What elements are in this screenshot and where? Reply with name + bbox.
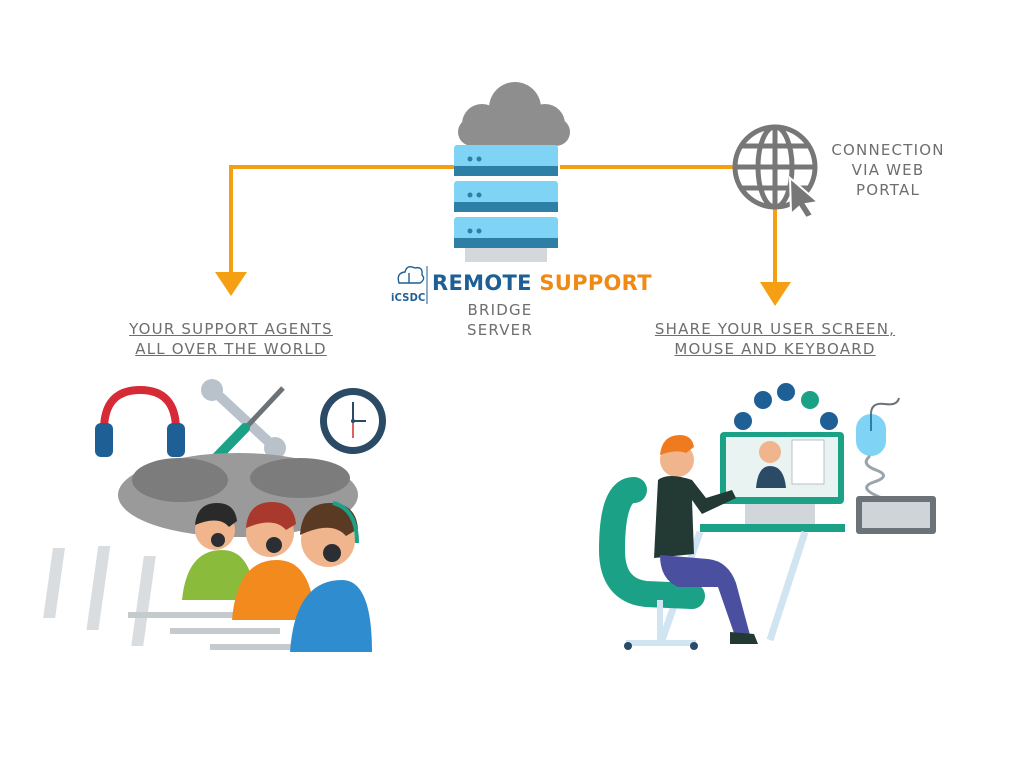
icsdc-logo-icon (397, 265, 428, 304)
cloud-icon (458, 82, 570, 146)
portal-caption-line2: VIA WEB (851, 161, 925, 179)
headset-icon (95, 385, 185, 457)
arrow-down-left-icon (215, 272, 247, 296)
brand-wordmark: REMOTE SUPPORT (432, 271, 652, 295)
world-map-icon (118, 453, 358, 537)
server-stack-icon (454, 145, 558, 262)
tools-icon (201, 379, 286, 467)
portal-caption-line3: PORTAL (856, 181, 920, 199)
chair-icon (598, 477, 705, 650)
connector-left (229, 165, 455, 272)
agents-caption-line1: YOUR SUPPORT AGENTS (129, 320, 333, 338)
user-caption: SHARE YOUR USER SCREEN, MOUSE AND KEYBOA… (630, 319, 920, 359)
user-caption-line2: MOUSE AND KEYBOARD (674, 340, 876, 358)
user-figure (654, 435, 758, 644)
connector-lines (229, 165, 777, 282)
user-monitor (658, 432, 845, 642)
portal-caption-line1: CONNECTION (831, 141, 945, 159)
brand-prefix: REMOTE (432, 271, 532, 295)
agents-caption: YOUR SUPPORT AGENTS ALL OVER THE WORLD (96, 319, 366, 359)
cursor-icon (788, 175, 821, 220)
server-caption-line1: BRIDGE (467, 301, 533, 319)
agent-orange (232, 502, 315, 620)
brand-suffix: SUPPORT (539, 271, 652, 295)
arrow-down-right-icon (760, 282, 791, 306)
agent-blue (290, 501, 372, 652)
agent-green (182, 503, 255, 600)
server-caption: BRIDGE SERVER (430, 300, 570, 340)
portal-caption: CONNECTION VIA WEB PORTAL (818, 140, 958, 200)
agents-caption-line2: ALL OVER THE WORLD (135, 340, 327, 358)
globe-cursor-icon (732, 124, 818, 210)
user-caption-line1: SHARE YOUR USER SCREEN, (654, 320, 896, 338)
keyboard-icon (856, 496, 936, 534)
keyboard-cable (864, 454, 885, 500)
clock-icon (320, 388, 386, 454)
agent-monitors (43, 546, 320, 650)
server-caption-line2: SERVER (467, 321, 533, 339)
brand-logo-text: iCSDC (391, 291, 426, 304)
mouse-icon (856, 397, 900, 456)
